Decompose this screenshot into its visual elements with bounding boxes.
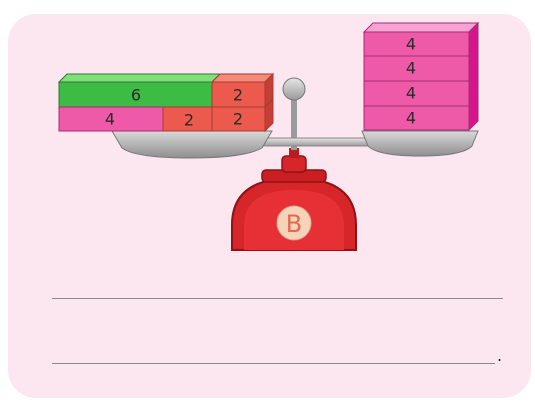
- left-block-two-b: 2: [211, 97, 274, 133]
- scale-pole: [291, 96, 297, 150]
- right-block-3: 4: [363, 80, 470, 107]
- block-value: 4: [406, 84, 416, 103]
- scale-knob: [282, 77, 306, 101]
- answer-line-2[interactable]: [52, 363, 495, 364]
- left-block-two-a: 2: [162, 106, 213, 132]
- block-value: 6: [131, 86, 141, 105]
- scale-label-badge: B: [276, 205, 312, 241]
- left-block-two-top: 2: [210, 72, 275, 109]
- answer-line-1[interactable]: [52, 298, 503, 299]
- block-value: 4: [406, 35, 416, 54]
- left-block-six: 6: [57, 73, 222, 108]
- block-value: 2: [233, 86, 243, 105]
- block-value: 4: [406, 59, 416, 78]
- scale-label: B: [286, 210, 302, 238]
- left-pan: [111, 130, 273, 159]
- left-block-four: 4: [58, 106, 164, 132]
- block-value: 2: [233, 110, 243, 129]
- right-block-2: 4: [363, 55, 470, 82]
- block-value: 2: [184, 111, 194, 130]
- right-block-stack: 4 4 4 4: [362, 21, 480, 132]
- sentence-end-dot: .: [497, 346, 503, 365]
- block-value: 4: [406, 109, 416, 128]
- right-block-1: 4: [363, 31, 470, 57]
- right-block-4: 4: [363, 105, 470, 131]
- block-value: 4: [105, 110, 115, 129]
- right-pan: [361, 130, 479, 157]
